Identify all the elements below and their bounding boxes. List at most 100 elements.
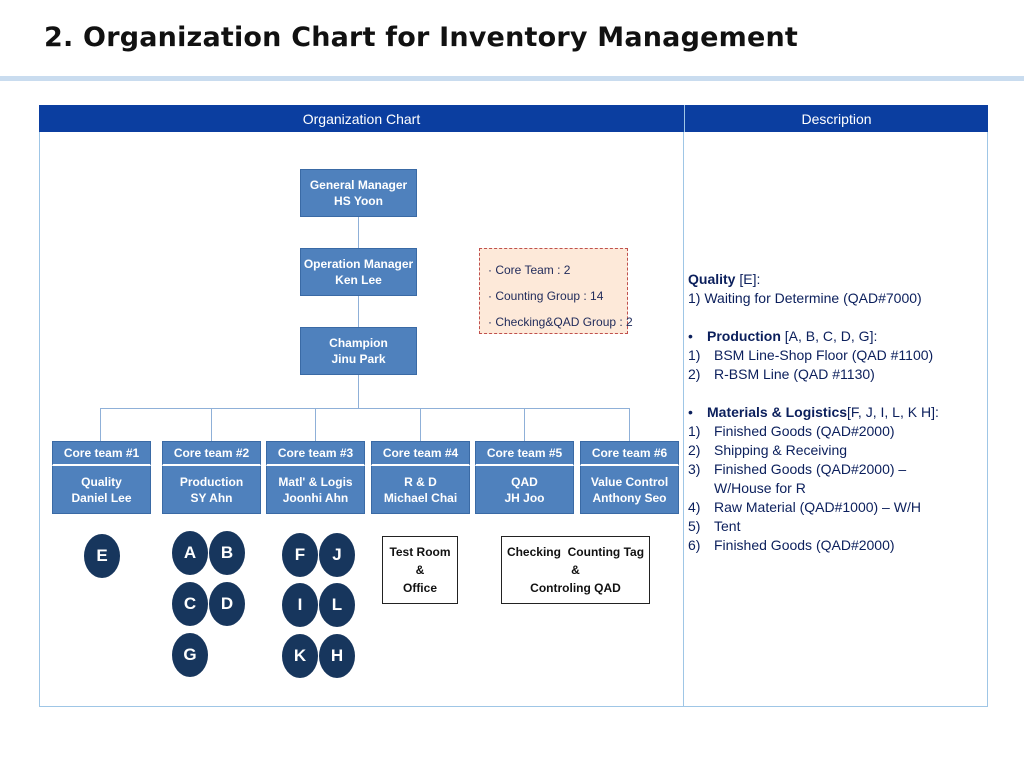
core-team-dept: QAD — [511, 474, 538, 489]
connector-team-3 — [315, 408, 316, 441]
connector-team-6 — [629, 408, 630, 441]
core-team-header: Core team #4 — [371, 441, 470, 466]
materials-heading: • Materials & Logistics [F, J, I, L, K H]… — [688, 403, 984, 422]
title-divider — [0, 76, 1024, 81]
core-team-body: Value Control Anthony Seo — [580, 466, 679, 514]
connector-bus — [100, 408, 630, 409]
group-circle-i: I — [282, 583, 318, 627]
group-circle-g: G — [172, 633, 208, 677]
note-line: · Checking&QAD Group : 2 — [488, 315, 633, 329]
core-team-header: Core team #5 — [475, 441, 574, 466]
core-team-2: Core team #2 Production SY Ahn — [162, 441, 261, 514]
production-heading: • Production [A, B, C, D, G]: — [688, 327, 984, 346]
quality-heading: Quality [E]: — [688, 270, 984, 289]
materials-label: Materials & Logistics — [707, 404, 848, 420]
core-team-body: QAD JH Joo — [475, 466, 574, 514]
connector-team-4 — [420, 408, 421, 441]
checking-line: & — [571, 563, 580, 577]
connector-team-2 — [211, 408, 212, 441]
connector-team-1 — [100, 408, 101, 441]
core-team-body: R & D Michael Chai — [371, 466, 470, 514]
column-divider — [683, 132, 684, 707]
core-team-dept: Matl' & Logis — [278, 474, 353, 489]
production-item: 2)R-BSM Line (QAD #1130) — [688, 366, 875, 382]
materials-item: W/House for R — [714, 480, 806, 496]
core-team-lead: SY Ahn — [190, 490, 233, 505]
connector-gm-om — [358, 217, 359, 248]
checking-line: Checking Counting Tag — [506, 545, 645, 559]
note-line: · Core Team : 2 — [488, 263, 571, 277]
group-circle-k: K — [282, 634, 318, 678]
group-circle-h: H — [319, 634, 355, 678]
connector-team-5 — [524, 408, 525, 441]
core-team-header: Core team #1 — [52, 441, 151, 466]
core-team-lead: Anthony Seo — [592, 490, 667, 505]
page-title: 2. Organization Chart for Inventory Mana… — [44, 22, 799, 53]
bullet: • — [688, 404, 693, 420]
bullet: • — [688, 328, 693, 344]
description-header: Description — [684, 105, 988, 132]
core-team-lead: JH Joo — [504, 490, 545, 505]
core-team-lead: Michael Chai — [383, 490, 458, 505]
core-team-dept: Value Control — [590, 474, 669, 489]
general-manager-name: HS Yoon — [334, 194, 383, 208]
core-team-6: Core team #6 Value Control Anthony Seo — [580, 441, 679, 514]
core-team-dept: R & D — [404, 474, 437, 489]
core-team-body: Matl' & Logis Joonhi Ahn — [266, 466, 365, 514]
materials-item: 5)Tent — [688, 518, 741, 534]
materials-codes: [F, J, I, L, K H]: — [847, 404, 939, 420]
group-circle-f: F — [282, 533, 318, 577]
general-manager-role: General Manager — [309, 178, 408, 192]
operation-manager-name: Ken Lee — [335, 273, 382, 287]
core-team-header: Core team #6 — [580, 441, 679, 466]
champion-box: Champion Jinu Park — [300, 327, 417, 375]
core-team-3: Core team #3 Matl' & Logis Joonhi Ahn — [266, 441, 365, 514]
champion-role: Champion — [329, 336, 388, 350]
group-circle-a: A — [172, 531, 208, 575]
core-team-1: Core team #1 Quality Daniel Lee — [52, 441, 151, 514]
description-text: Quality [E]: 1) Waiting for Determine (Q… — [688, 270, 984, 555]
core-team-header: Core team #3 — [266, 441, 365, 466]
materials-item: 6)Finished Goods (QAD#2000) — [688, 537, 895, 553]
core-team-4: Core team #4 R & D Michael Chai — [371, 441, 470, 514]
materials-item: 1)Finished Goods (QAD#2000) — [688, 423, 895, 439]
production-codes: [A, B, C, D, G]: — [784, 328, 878, 344]
core-team-body: Production SY Ahn — [162, 466, 261, 514]
team-size-note: · Core Team : 2 · Counting Group : 14 · … — [479, 248, 633, 334]
general-manager-box: General Manager HS Yoon — [300, 169, 417, 217]
materials-item: 4)Raw Material (QAD#1000) – W/H — [688, 499, 921, 515]
operation-manager-role: Operation Manager — [303, 257, 414, 271]
note-line: · Counting Group : 14 — [488, 289, 604, 303]
core-team-header: Core team #2 — [162, 441, 261, 466]
test-room-line: Test Room — [389, 545, 451, 559]
quality-label: Quality — [688, 271, 736, 287]
connector-champion-bus — [358, 375, 359, 408]
group-circle-b: B — [209, 531, 245, 575]
materials-item: 2)Shipping & Receiving — [688, 442, 848, 458]
test-room-line: & — [415, 563, 425, 577]
core-team-lead: Daniel Lee — [71, 490, 132, 505]
core-team-body: Quality Daniel Lee — [52, 466, 151, 514]
core-team-dept: Quality — [81, 474, 122, 489]
quality-item: 1) Waiting for Determine (QAD#7000) — [688, 290, 922, 306]
checking-line: Controling QAD — [530, 581, 621, 595]
champion-name: Jinu Park — [331, 352, 386, 366]
group-circle-e: E — [84, 534, 120, 578]
test-room-line: Office — [402, 581, 437, 595]
production-label: Production — [707, 328, 781, 344]
core-team-lead: Joonhi Ahn — [282, 490, 349, 505]
connector-om-champion — [358, 296, 359, 327]
group-circle-d: D — [209, 582, 245, 626]
core-team-5: Core team #5 QAD JH Joo — [475, 441, 574, 514]
group-circle-l: L — [319, 583, 355, 627]
group-circle-c: C — [172, 582, 208, 626]
test-room-box: Test Room & Office — [382, 536, 458, 604]
org-chart-header: Organization Chart — [39, 105, 684, 132]
core-team-dept: Production — [179, 474, 244, 489]
group-circle-j: J — [319, 533, 355, 577]
production-item: 1)BSM Line-Shop Floor (QAD #1100) — [688, 347, 934, 363]
checking-box: Checking Counting Tag & Controling QAD — [501, 536, 650, 604]
quality-codes: [E]: — [739, 271, 761, 287]
materials-item: 3)Finished Goods (QAD#2000) – — [688, 461, 907, 477]
operation-manager-box: Operation Manager Ken Lee — [300, 248, 417, 296]
